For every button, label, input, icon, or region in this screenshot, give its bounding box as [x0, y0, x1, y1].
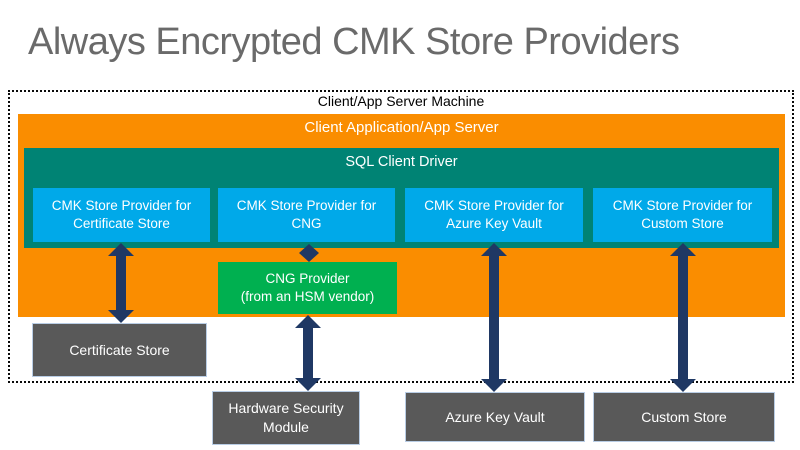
sql-client-driver-label: SQL Client Driver [345, 154, 458, 170]
arrow-certstore-provider-to-certificate-store [108, 243, 134, 323]
cng-provider-line2: (from an HSM vendor) [240, 289, 375, 304]
arrow-shaft [678, 254, 688, 381]
arrow-up-head [481, 243, 507, 256]
arrow-shaft [489, 254, 499, 381]
arrow-up-head [670, 243, 696, 256]
provider-custom-store-box: CMK Store Provider for Custom Store [593, 188, 772, 242]
provider-azure-key-vault-line1: CMK Store Provider for [424, 198, 564, 213]
arrow-cng-provider-to-hsm [295, 315, 321, 391]
arrow-up-head [108, 243, 134, 256]
machine-boundary-label: Client/App Server Machine [317, 93, 485, 109]
provider-azure-key-vault-box: CMK Store Provider for Azure Key Vault [405, 188, 583, 242]
cng-provider-line1: CNG Provider [265, 271, 350, 286]
cng-provider-box: CNG Provider (from an HSM vendor) [218, 262, 397, 314]
arrow-down-head [108, 310, 134, 323]
azure-key-vault-box: Azure Key Vault [405, 392, 585, 442]
arrow-down-head [299, 253, 319, 262]
provider-custom-store-line2: Custom Store [641, 216, 724, 231]
custom-store-box: Custom Store [593, 392, 775, 442]
page-title: Always Encrypted CMK Store Providers [28, 21, 680, 63]
hardware-security-module-box: Hardware Security Module [212, 391, 360, 445]
provider-azure-key-vault-line2: Azure Key Vault [446, 216, 542, 231]
provider-custom-store-line1: CMK Store Provider for [612, 198, 753, 213]
provider-cng-line2: CNG [291, 216, 322, 231]
arrow-down-head [295, 378, 321, 391]
client-app-server-machine-boundary: Client/App Server Machine [8, 90, 794, 383]
client-application-label: Client Application/App Server [304, 119, 499, 136]
arrow-cng-provider-box-to-cng-provider [299, 244, 319, 262]
provider-certificate-store-box: CMK Store Provider for Certificate Store [33, 188, 210, 242]
arrow-custom-provider-to-custom-store [670, 243, 696, 392]
provider-certificate-store-line2: Certificate Store [73, 216, 170, 231]
arrow-shaft [116, 254, 126, 312]
provider-cng-box: CMK Store Provider for CNG [218, 188, 395, 242]
arrow-down-head [670, 379, 696, 392]
arrow-up-head [299, 244, 319, 253]
arrow-up-head [295, 315, 321, 328]
arrow-shaft [303, 326, 313, 380]
provider-certificate-store-line1: CMK Store Provider for [51, 198, 192, 213]
arrow-akv-provider-to-azure-key-vault [481, 243, 507, 392]
certificate-store-box: Certificate Store [32, 323, 207, 377]
provider-cng-line1: CMK Store Provider for [236, 198, 377, 213]
arrow-down-head [481, 379, 507, 392]
